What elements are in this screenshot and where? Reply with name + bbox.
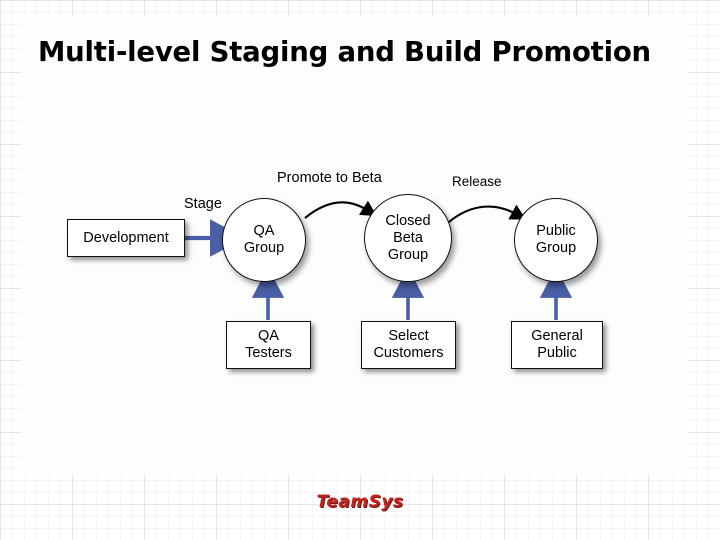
node-select-customers[interactable]: Select Customers: [361, 321, 456, 369]
node-development[interactable]: Development: [67, 219, 185, 257]
edge-label-stage: Stage: [184, 196, 222, 212]
connector-release: [448, 204, 527, 223]
node-qa-group[interactable]: QA Group: [222, 198, 306, 282]
node-qa-testers[interactable]: QA Testers: [226, 321, 311, 369]
vendor-logo: TeamSys: [316, 492, 404, 512]
edge-label-release: Release: [452, 174, 502, 189]
page-title: Multi-level Staging and Build Promotion: [38, 36, 651, 68]
node-general-public[interactable]: General Public: [511, 321, 603, 369]
edge-label-promote-to-beta: Promote to Beta: [277, 170, 382, 186]
connector-promote-to-beta: [304, 200, 377, 219]
node-public-group[interactable]: Public Group: [514, 198, 598, 282]
node-closed-beta-group[interactable]: Closed Beta Group: [364, 194, 452, 282]
